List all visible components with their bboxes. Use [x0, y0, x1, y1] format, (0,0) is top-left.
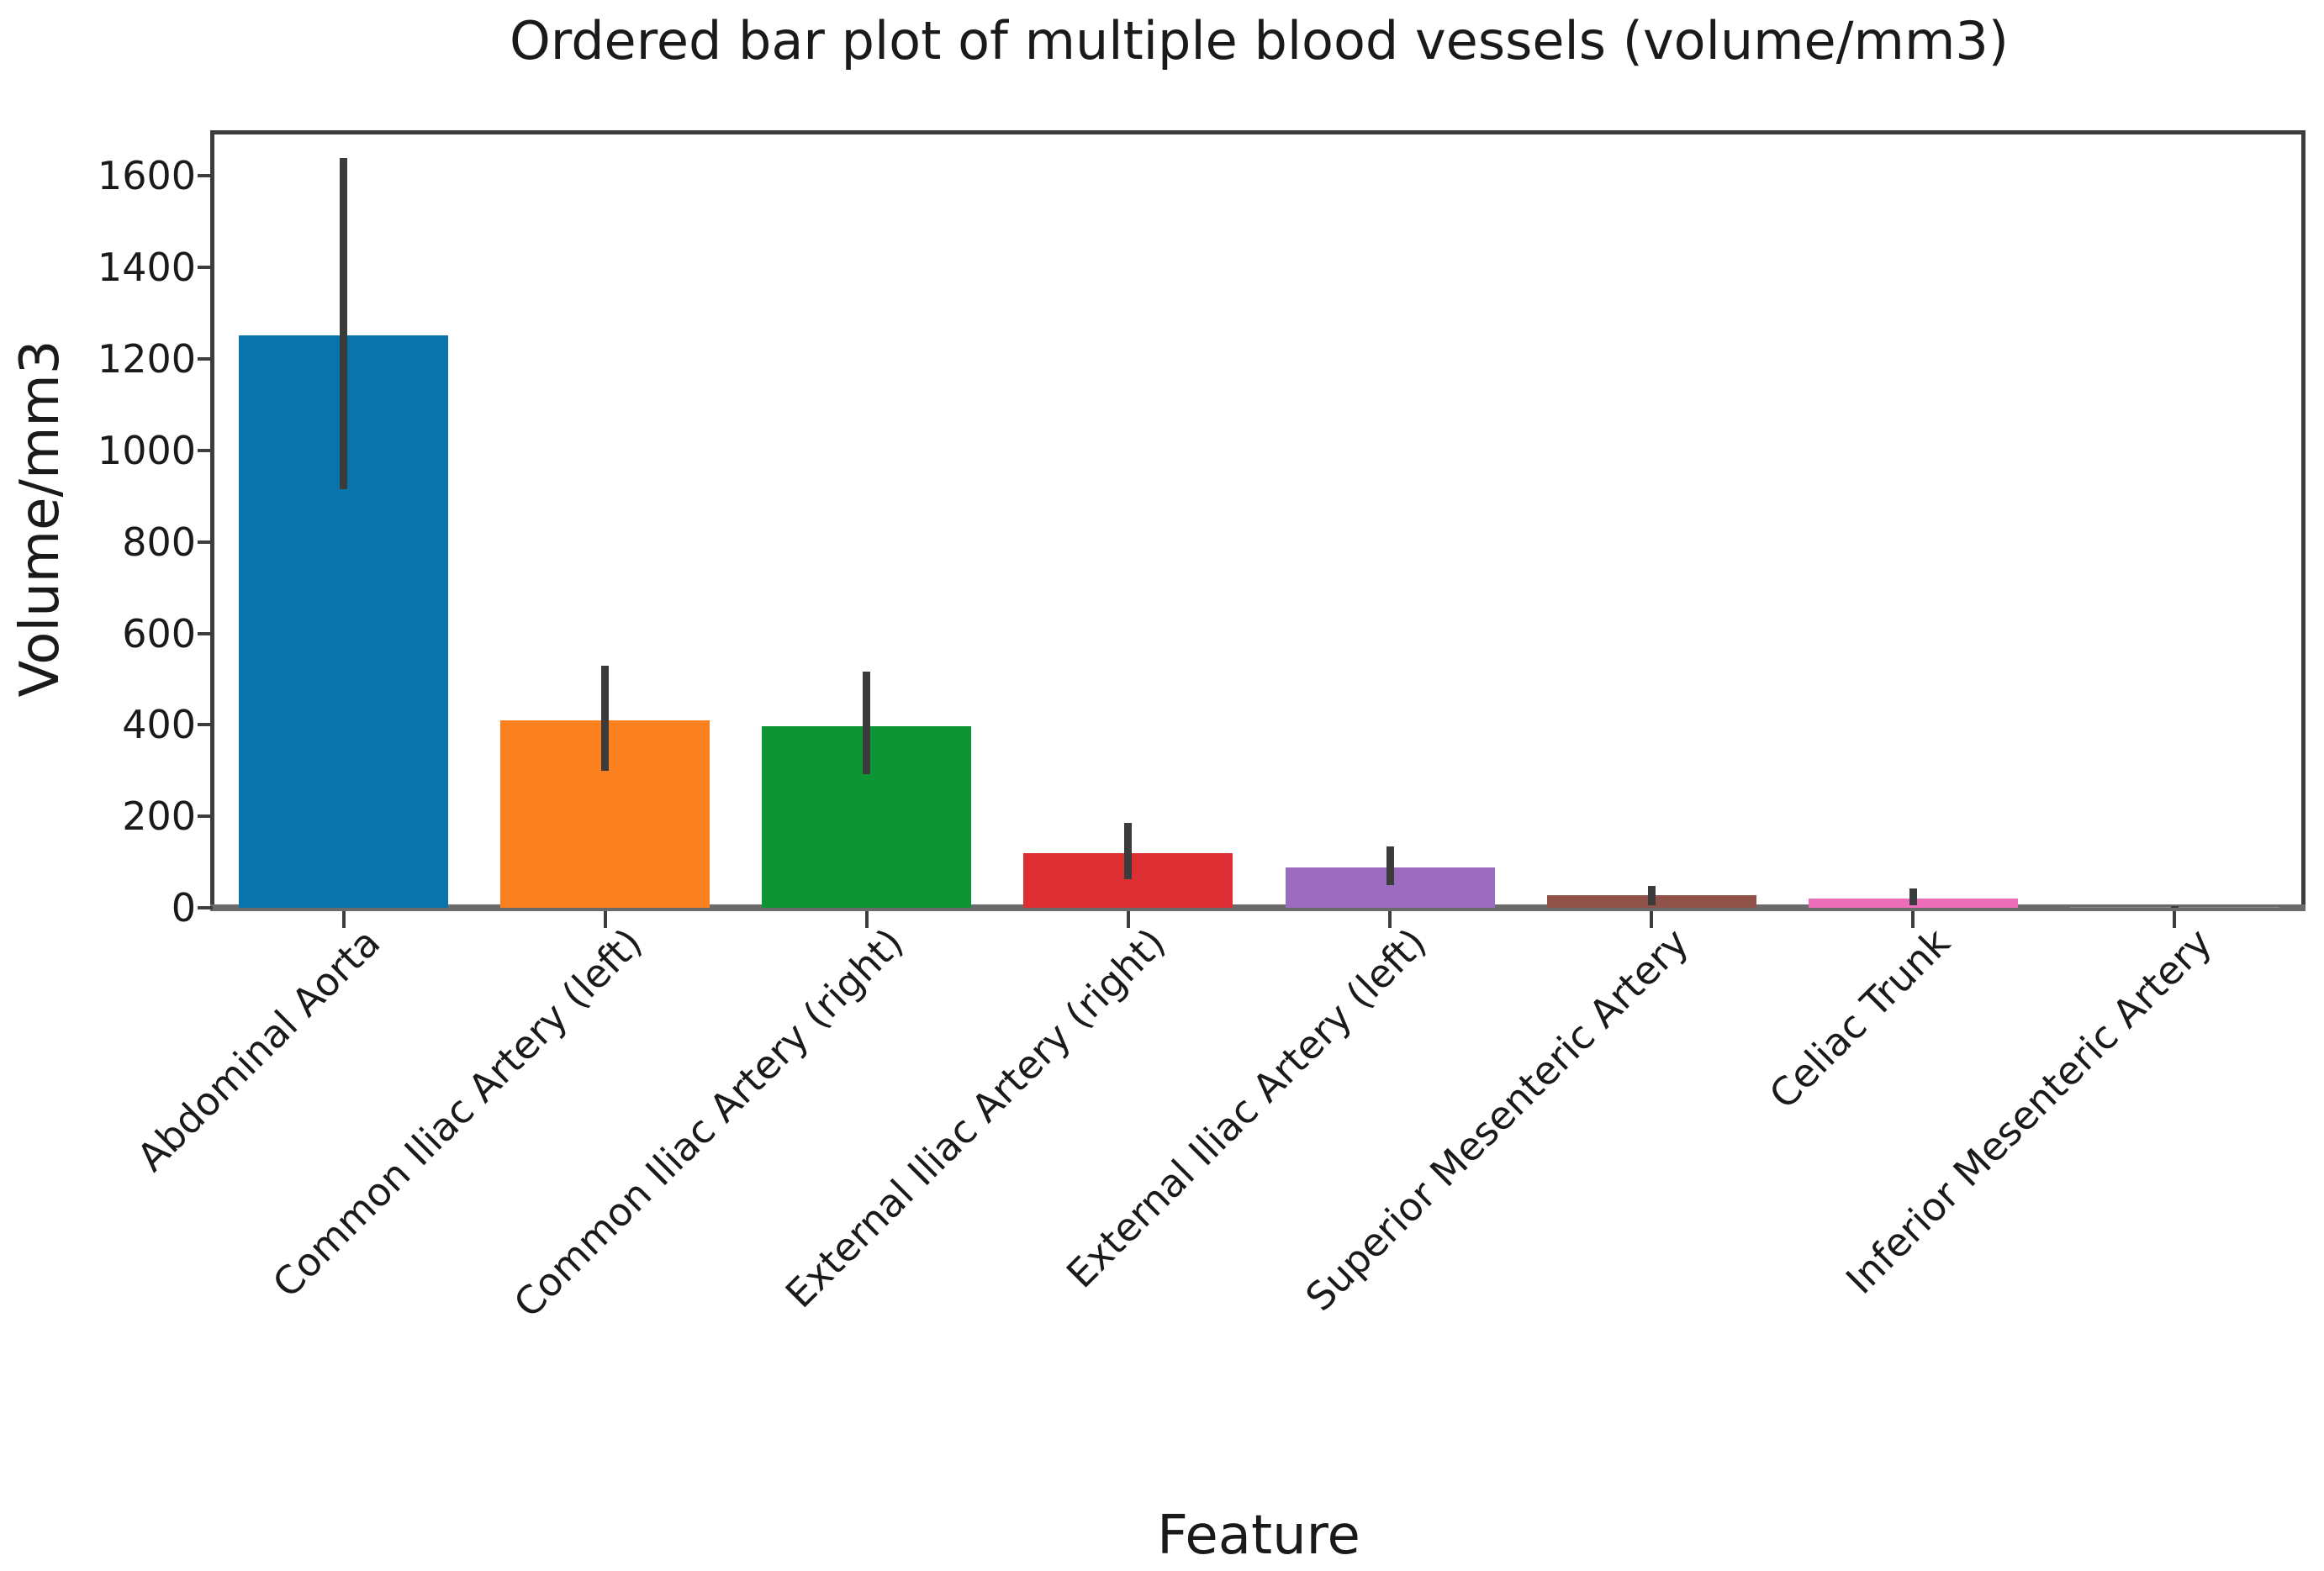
y-tick-label: 1200	[97, 336, 196, 382]
y-tick-mark	[198, 723, 213, 727]
error-bar	[1647, 885, 1656, 905]
error-bar	[1124, 822, 1133, 880]
error-bar	[2170, 905, 2179, 908]
x-axis-label: Feature	[1157, 1505, 1360, 1567]
y-tick-mark	[198, 266, 213, 270]
y-tick-mark	[198, 631, 213, 635]
y-tick-mark	[198, 357, 213, 361]
y-tick-label: 800	[122, 519, 196, 565]
y-tick-mark	[198, 448, 213, 452]
x-tick-label: Abdominal Aorta	[128, 919, 389, 1180]
error-bar	[340, 157, 348, 490]
axis-spine-top	[213, 130, 2306, 134]
y-tick-label: 1600	[97, 153, 196, 199]
x-tick-label: Celiac Trunk	[1760, 919, 1959, 1118]
x-tick-mark	[341, 911, 346, 928]
axis-spine-bottom	[210, 904, 2306, 911]
x-tick-mark	[1650, 911, 1654, 928]
x-tick-mark	[864, 911, 869, 928]
y-tick-label: 400	[122, 702, 196, 748]
chart-title: Ordered bar plot of multiple blood vesse…	[510, 10, 2009, 71]
y-tick-mark	[198, 540, 213, 544]
error-bar	[601, 665, 610, 771]
x-tick-mark	[603, 911, 607, 928]
y-tick-label: 1400	[97, 245, 196, 291]
error-bar	[863, 671, 871, 774]
y-tick-label: 0	[171, 885, 196, 930]
y-tick-mark	[198, 906, 213, 909]
y-tick-label: 200	[122, 793, 196, 840]
error-bar	[1386, 846, 1394, 886]
x-tick-mark	[1911, 911, 1915, 928]
axis-spine-left	[210, 130, 214, 908]
y-tick-mark	[198, 174, 213, 178]
y-tick-mark	[198, 814, 213, 819]
y-tick-label: 600	[122, 610, 196, 656]
x-tick-mark	[1388, 911, 1392, 928]
axis-spine-right	[2301, 130, 2306, 908]
y-tick-label: 1000	[97, 427, 196, 473]
error-bar	[1909, 888, 1917, 906]
x-tick-mark	[2173, 911, 2177, 928]
x-tick-mark	[1126, 911, 1130, 928]
